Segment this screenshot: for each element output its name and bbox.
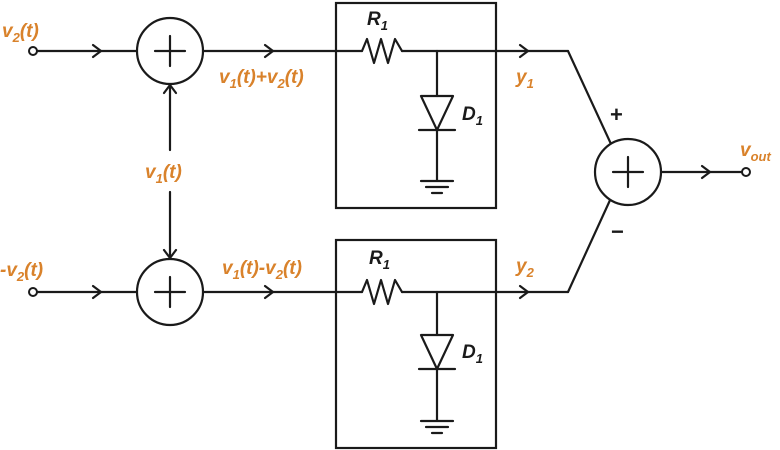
arrow-v1-up <box>162 83 178 95</box>
rectifier-box-top <box>334 1 498 210</box>
label-r-bottom: R1 <box>369 248 390 272</box>
summing-junction-output <box>593 137 663 207</box>
arrow-y1 <box>518 43 530 59</box>
wire-y1-to-output-sum <box>566 49 613 146</box>
resistor-bottom <box>360 278 404 306</box>
arrow-v1-down <box>162 248 178 260</box>
output-terminal <box>741 167 751 177</box>
rectifier-box-bottom <box>334 238 498 450</box>
arrow-output <box>700 164 712 180</box>
label-vout: vout <box>740 140 771 164</box>
arrow-y2 <box>518 284 530 300</box>
summing-junction-bottom <box>135 257 205 327</box>
label-d-bottom: D1 <box>462 342 483 366</box>
wire-y2-to-output-sum <box>566 196 613 294</box>
arrow-input-top <box>91 43 103 59</box>
arrow-input-bottom <box>91 284 103 300</box>
minus-sign: − <box>611 219 624 244</box>
diode-top <box>417 49 457 182</box>
label-v1: v1(t) <box>145 162 182 186</box>
label-input-bottom: -v2(t) <box>0 260 43 284</box>
label-r-top: R1 <box>367 9 388 33</box>
label-input-top: v2(t) <box>2 21 39 45</box>
summing-junction-top <box>135 16 205 86</box>
diode-bottom <box>417 290 457 422</box>
label-y2: y2 <box>515 256 535 280</box>
arrow-sum-top-out <box>263 43 275 59</box>
input-terminal-top <box>28 46 38 56</box>
input-terminal-bottom <box>28 287 38 297</box>
label-sum-bottom: v1(t)-v2(t) <box>222 258 302 282</box>
ground-symbol-top <box>419 179 455 195</box>
arrow-sum-bottom-out <box>263 284 275 300</box>
plus-sign: + <box>610 102 623 127</box>
ground-symbol-bottom <box>419 419 455 435</box>
label-d-top: D1 <box>462 104 483 128</box>
resistor-top <box>360 37 404 65</box>
label-y1: y1 <box>515 67 534 91</box>
label-sum-top: v1(t)+v2(t) <box>219 67 304 91</box>
